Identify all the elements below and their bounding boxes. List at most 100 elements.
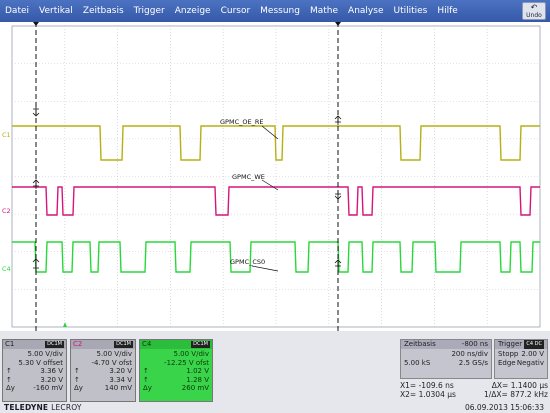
menu-messung[interactable]: Messung <box>260 6 300 16</box>
brand-bold: TELEDYNE <box>4 403 49 412</box>
brand-logo: TELEDYNE LECROY <box>4 403 82 412</box>
menu-datei[interactable]: Datei <box>5 6 30 16</box>
timebase-delay: -800 ns <box>461 340 488 348</box>
delta-symbol: Δy <box>143 384 152 392</box>
cursor-c1-x1-crosshair-icon <box>32 106 40 117</box>
cursor-readout-row1: X1= -109.6 ns ΔX= 1.1400 µs <box>400 381 548 390</box>
menu-trigger[interactable]: Trigger <box>133 6 165 16</box>
delta-value: 260 mV <box>181 384 209 392</box>
channel-c4-cursor2: ↑1.28 V <box>143 376 209 385</box>
channel-c2-name: C2 <box>73 340 83 348</box>
cursor-x2-marker-icon[interactable] <box>335 22 341 26</box>
label-gpmc-oe-re: GPMC_OE_RE <box>220 118 263 126</box>
channel-c4-vdiv: 5.00 V/div <box>173 350 210 358</box>
waveform-display[interactable]: GPMC_OE_RE GPMC_WE GPMC_CS0 C1 C2 C4 <box>0 22 550 331</box>
cursor1-value: 3.20 V <box>109 367 132 375</box>
channel-c2-cursor1: ↑ 3.20 V <box>74 367 132 376</box>
cursor-x2-value: 1.0304 µs <box>418 390 456 399</box>
undo-button[interactable]: ↶ Undo <box>522 2 546 20</box>
cursor-c4-x1-crosshair-icon <box>32 258 40 270</box>
label-gpmc-we: GPMC_WE <box>232 173 265 181</box>
menu-vertikal[interactable]: Vertikal <box>39 6 73 16</box>
cursor2-value: 3.34 V <box>109 375 132 384</box>
trigger-slope: Negativ <box>516 359 544 367</box>
graticule-grid <box>11 25 541 328</box>
channel-markers[interactable]: C1 C2 C4 <box>2 131 11 273</box>
channel-c1-descriptor[interactable]: C1 DC1M 5.00 V/div 5.30 V offset ↑ 3.36 V… <box>2 339 67 402</box>
cursor-c2-x1-crosshair-icon <box>32 179 40 189</box>
waveform-canvas: GPMC_OE_RE GPMC_WE GPMC_CS0 C1 C2 C4 <box>2 22 541 331</box>
trigger-descriptor[interactable]: Trigger C4 DC Stopp 2.00 V Edge Negativ <box>494 339 548 379</box>
trigger-mode-row: Stopp 2.00 V <box>498 350 544 359</box>
channel-c4-cursor1: ↑ 1.02 V <box>143 367 209 376</box>
timebase-rate: 2.5 GS/s <box>458 359 488 367</box>
trigger-source-badge: C4 DC <box>524 340 544 349</box>
menu-hilfe[interactable]: Hilfe <box>437 6 458 16</box>
channel-c1-vdiv: 5.00 V/div <box>27 350 64 358</box>
channel-c2-vdiv: 5.00 V/div <box>96 350 133 358</box>
cursor-readout: X1= -109.6 ns ΔX= 1.1400 µs X2= 1.0304 µ… <box>400 381 548 399</box>
timebase-tdiv: 200 ns/div <box>451 350 488 358</box>
menu-analyse[interactable]: Analyse <box>348 6 384 16</box>
cursor-dx-label: ΔX= <box>491 381 509 390</box>
menu-utilities[interactable]: Utilities <box>393 6 428 16</box>
marker-c1[interactable]: C1 <box>2 131 11 139</box>
cursor1-value: 1.02 V <box>186 367 209 375</box>
timebase-acq: 5.00 kS 2.5 GS/s <box>404 359 488 368</box>
trigger-title: Trigger <box>498 340 523 348</box>
channel-c4-descriptor[interactable]: C4 DC1M 5.00 V/div -12.25 V ofst ↑ 1.02 V… <box>139 339 213 402</box>
menu-zeitbasis[interactable]: Zeitbasis <box>82 6 124 16</box>
channel-c4-offset: -12.25 V ofst <box>164 358 209 367</box>
menu-cursor[interactable]: Cursor <box>220 6 251 16</box>
cursor-x1-value: -109.6 ns <box>418 381 454 390</box>
brand-light: LECROY <box>51 403 82 412</box>
cursor1-value: 3.36 V <box>40 367 63 375</box>
channel-c2-offset: -4.70 V ofst <box>91 358 133 367</box>
cursor2-symbol: ↑ <box>6 375 12 384</box>
marker-c2[interactable]: C2 <box>2 207 11 215</box>
cursor2-symbol: ↑ <box>74 375 80 384</box>
cursor-readout-row2: X2= 1.0304 µs 1/ΔX= 877.2 kHz <box>400 390 548 399</box>
cursor2-value: 3.20 V <box>40 375 63 384</box>
waveform-traces <box>12 125 540 273</box>
cursor-lines[interactable] <box>33 22 341 331</box>
pointer-gpmc-oe-re <box>261 125 279 140</box>
cursor-x1-marker-icon[interactable] <box>33 22 39 26</box>
trace-c4 <box>12 241 540 273</box>
trigger-type-row: Edge Negativ <box>498 359 544 368</box>
menu-anzeige[interactable]: Anzeige <box>174 6 211 16</box>
cursor-c2-x2-crosshair-icon <box>334 190 342 200</box>
undo-arrow-icon: ↶ <box>530 3 538 12</box>
channel-c1-coupling-badge: DC1M <box>45 341 64 348</box>
marker-c4[interactable]: C4 <box>2 265 11 273</box>
channel-c2-descriptor[interactable]: C2 DC1M 5.00 V/div -4.70 V ofst ↑3.20 V … <box>70 339 136 402</box>
channel-c1-offset: 5.30 V offset <box>18 358 63 367</box>
signal-annotations: GPMC_OE_RE GPMC_WE GPMC_CS0 <box>220 118 279 272</box>
channel-c4-header: C4 DC1M <box>140 340 212 349</box>
delta-symbol: Δy <box>6 384 15 392</box>
trigger-position-marker-icon[interactable] <box>63 322 67 327</box>
cursor-inv-value: 877.2 kHz <box>510 390 548 399</box>
delta-value: 140 mV <box>104 384 132 392</box>
menu-mathe[interactable]: Mathe <box>309 6 339 16</box>
timebase-descriptor[interactable]: Zeitbasis -800 ns 200 ns/div 5.00 kS 2.5… <box>400 339 492 379</box>
channel-c2-header: C2 DC1M <box>71 340 135 349</box>
status-panel: C1 DC1M 5.00 V/div 5.30 V offset ↑ 3.36 V… <box>0 331 550 413</box>
cursor-crosshairs <box>32 106 342 271</box>
cursor-dx-value: 1.1400 µs <box>510 381 548 390</box>
cursor1-symbol: ↑ <box>143 367 149 375</box>
channel-c4-delta: Δy 260 mV <box>143 384 209 393</box>
trace-c1 <box>12 125 540 161</box>
trigger-level: 2.00 V <box>521 350 544 358</box>
timebase-samples: 5.00 kS <box>404 359 431 367</box>
menu-bar: Datei Vertikal Zeitbasis Trigger Anzeige… <box>0 0 550 22</box>
timebase-title: Zeitbasis <box>404 340 436 348</box>
channel-c1-name: C1 <box>5 340 15 348</box>
cursor-c1-x2-crosshair-icon <box>334 115 342 125</box>
pointer-gpmc-we <box>261 179 279 191</box>
timestamp: 06.09.2013 15:06:33 <box>464 403 544 412</box>
cursor1-symbol: ↑ <box>74 367 80 375</box>
cursor-x2-label: X2= <box>400 390 417 399</box>
cursor-c4-x2-crosshair-icon <box>334 259 342 271</box>
